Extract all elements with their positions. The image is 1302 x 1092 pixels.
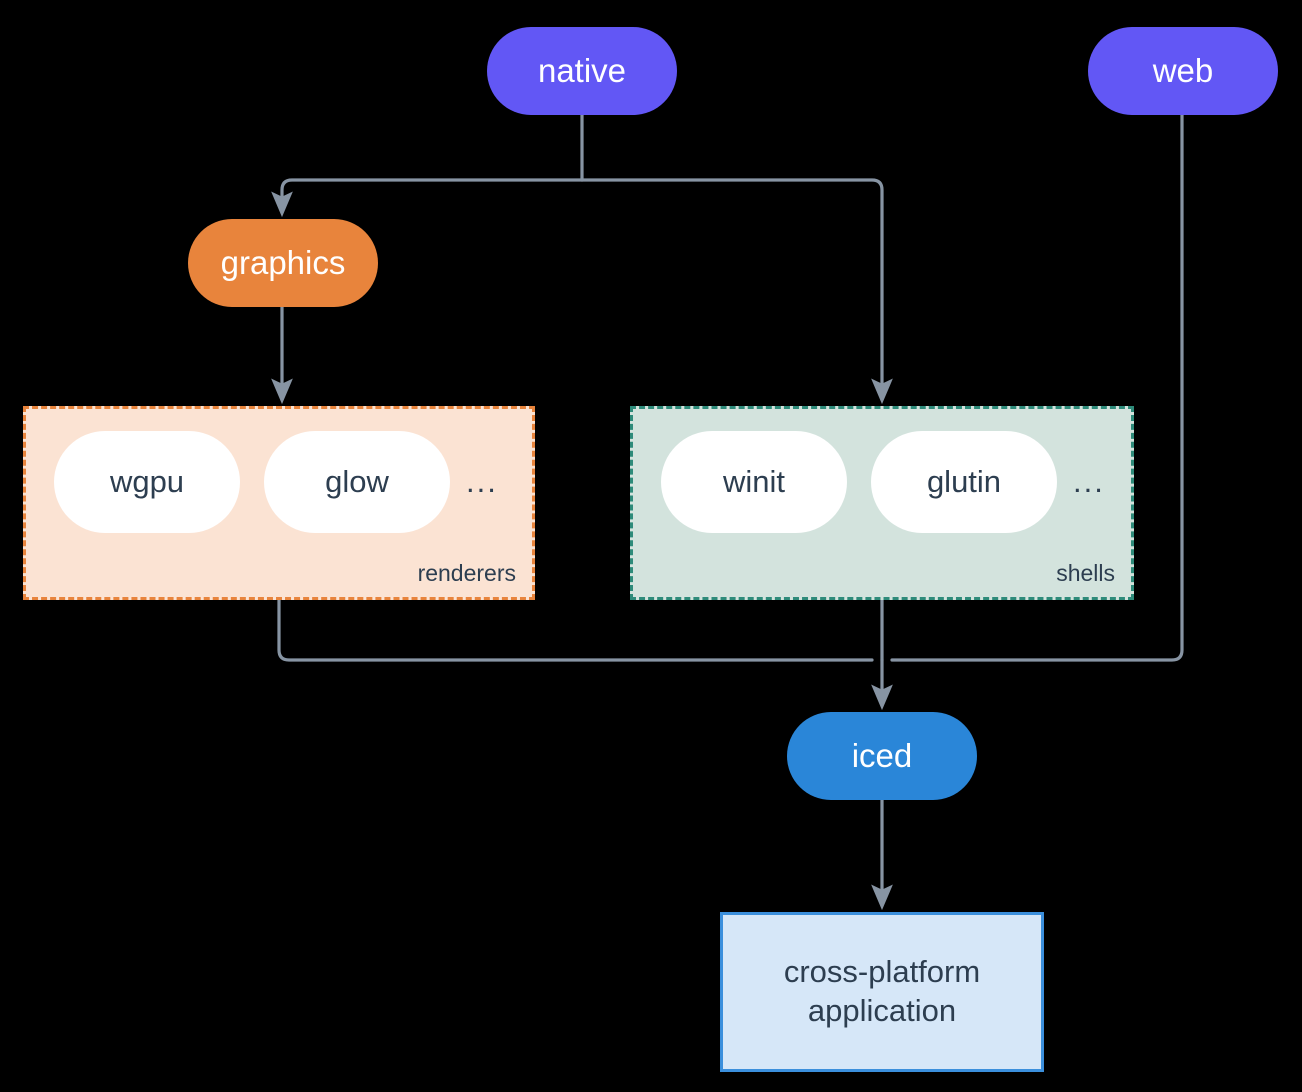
node-native-label: native bbox=[537, 52, 627, 90]
group-renderers-items: wgpu glow ... bbox=[54, 431, 498, 533]
group-shells-items: winit glutin ... bbox=[661, 431, 1105, 533]
edge-renderers-to-iced bbox=[277, 598, 874, 662]
group-renderers: wgpu glow ... renderers bbox=[23, 406, 535, 600]
node-graphics[interactable]: graphics bbox=[188, 219, 378, 307]
shells-overflow-ellipsis: ... bbox=[1073, 464, 1105, 499]
edge-native-to-graphics bbox=[271, 178, 584, 218]
edge-native-to-shells bbox=[580, 178, 893, 405]
group-shells: winit glutin ... shells bbox=[630, 406, 1134, 600]
group-renderers-label: renderers bbox=[417, 560, 516, 586]
node-winit-label: winit bbox=[722, 464, 785, 499]
node-application[interactable]: cross-platform application bbox=[720, 912, 1044, 1072]
node-iced-label: iced bbox=[851, 737, 913, 775]
node-web[interactable]: web bbox=[1088, 27, 1278, 115]
node-glutin[interactable]: glutin bbox=[871, 431, 1057, 533]
node-wgpu-label: wgpu bbox=[109, 464, 185, 499]
node-application-label-line1: cross-platform bbox=[783, 954, 981, 990]
node-iced[interactable]: iced bbox=[787, 712, 977, 800]
node-graphics-label: graphics bbox=[220, 244, 346, 282]
node-application-label-line2: application bbox=[807, 993, 957, 1028]
node-wgpu[interactable]: wgpu bbox=[54, 431, 240, 533]
node-glutin-label: glutin bbox=[926, 464, 1002, 499]
node-web-label: web bbox=[1152, 52, 1214, 90]
node-glow-label: glow bbox=[325, 464, 389, 499]
node-native[interactable]: native bbox=[487, 27, 677, 115]
group-shells-label: shells bbox=[1056, 560, 1115, 586]
node-winit[interactable]: winit bbox=[661, 431, 847, 533]
renderers-overflow-ellipsis: ... bbox=[466, 464, 498, 499]
node-glow[interactable]: glow bbox=[264, 431, 450, 533]
